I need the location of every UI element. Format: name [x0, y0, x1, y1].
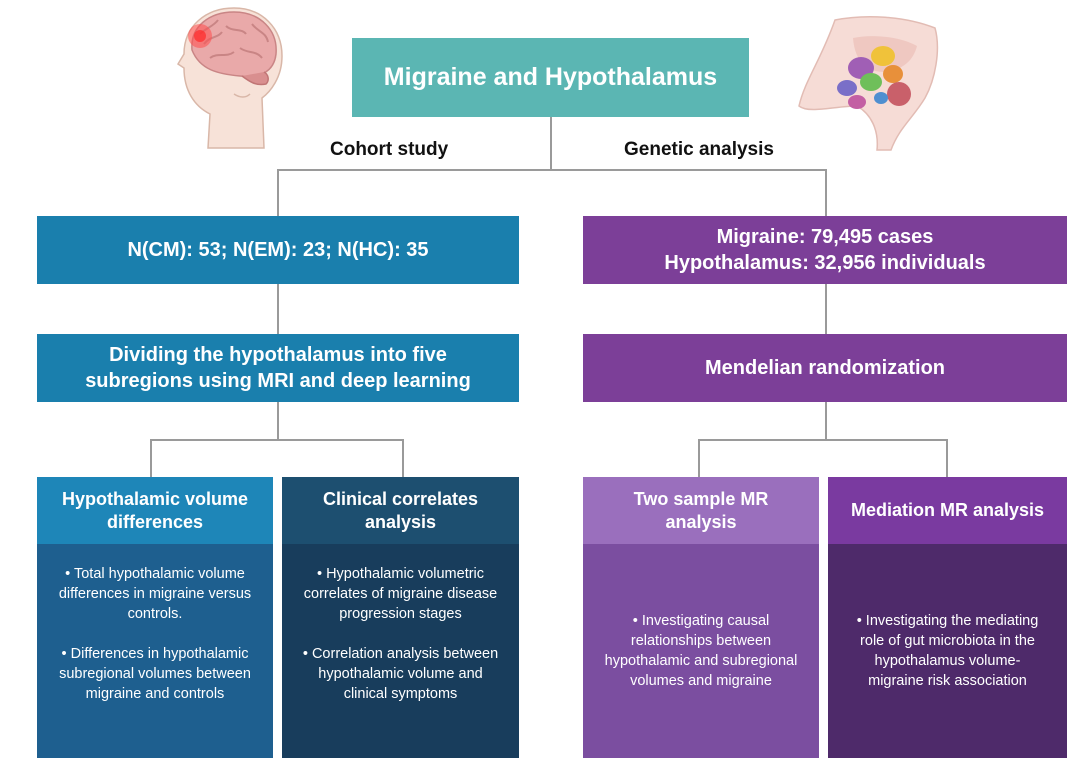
panel-two-sample-mr-header: Two sample MR analysis [583, 477, 819, 544]
connector-left-drop [277, 169, 279, 216]
panel-clinical-correlates-body: • Hypothalamic volumetric correlates of … [282, 544, 519, 758]
branch-label-cohort: Cohort study [330, 139, 448, 161]
cohort-method-line-1: Dividing the hypothalamus into five [109, 342, 447, 368]
connector-right-mid [825, 284, 827, 334]
panel-volume-differences-body: • Total hypothalamic volume differences … [37, 544, 273, 758]
panel-mediation-mr-body: • Investigating the mediating role of gu… [828, 544, 1067, 758]
genetic-sample-line-2: Hypothalamus: 32,956 individuals [664, 250, 985, 276]
hypothalamus-nuclei-icon [795, 10, 945, 155]
title-text: Migraine and Hypothalamus [384, 63, 717, 92]
connector-title-stem [550, 117, 552, 170]
human-head-brain-icon [170, 2, 290, 150]
panel-mediation-title: Mediation MR analysis [851, 500, 1044, 521]
genetic-method-text: Mendelian randomization [705, 357, 945, 380]
connector-right-split-drop-2 [946, 439, 948, 477]
panel-volume-title-line-1: Hypothalamic volume [62, 488, 248, 511]
connector-right-split-horizontal [698, 439, 948, 441]
connector-right-split-stem [825, 402, 827, 440]
panel-two-sample-mr-body: • Investigating causal relationships bet… [583, 544, 819, 758]
genetic-sample-line-1: Migraine: 79,495 cases [717, 224, 934, 250]
panel-volume-differences-header: Hypothalamic volume differences [37, 477, 273, 544]
panel-volume-bullet-2: • Differences in hypothalamic subregiona… [57, 644, 253, 704]
panel-volume-title-line-2: differences [107, 511, 203, 534]
panel-clinical-correlates-header: Clinical correlates analysis [282, 477, 519, 544]
panel-volume-bullet-1: • Total hypothalamic volume differences … [57, 564, 253, 624]
cohort-sample-text: N(CM): 53; N(EM): 23; N(HC): 35 [127, 239, 428, 262]
connector-left-mid [277, 284, 279, 334]
panel-clinical-title-line-2: analysis [365, 511, 436, 534]
panel-clinical-bullet-1: • Hypothalamic volumetric correlates of … [302, 564, 499, 624]
cohort-method-box: Dividing the hypothalamus into five subr… [37, 334, 519, 402]
panel-mediation-mr-header: Mediation MR analysis [828, 477, 1067, 544]
connector-right-drop [825, 169, 827, 216]
title-box: Migraine and Hypothalamus [352, 38, 749, 117]
connector-right-split-drop-1 [698, 439, 700, 477]
connector-left-split-stem [277, 402, 279, 440]
panel-two-sample-title-line-1: Two sample MR [634, 488, 769, 511]
cohort-method-line-2: subregions using MRI and deep learning [85, 368, 471, 394]
genetic-sample-box: Migraine: 79,495 cases Hypothalamus: 32,… [583, 216, 1067, 284]
connector-left-split-drop-2 [402, 439, 404, 477]
panel-two-sample-bullet-1: • Investigating causal relationships bet… [603, 611, 799, 691]
connector-left-split-horizontal [150, 439, 404, 441]
panel-two-sample-title-line-2: analysis [665, 511, 736, 534]
connector-top-horizontal [277, 169, 827, 171]
panel-clinical-title-line-1: Clinical correlates [323, 488, 478, 511]
genetic-method-box: Mendelian randomization [583, 334, 1067, 402]
connector-left-split-drop-1 [150, 439, 152, 477]
panel-mediation-bullet-1: • Investigating the mediating role of gu… [848, 611, 1047, 691]
cohort-sample-box: N(CM): 53; N(EM): 23; N(HC): 35 [37, 216, 519, 284]
branch-label-genetic: Genetic analysis [624, 139, 774, 161]
panel-clinical-bullet-2: • Correlation analysis between hypothala… [302, 644, 499, 704]
